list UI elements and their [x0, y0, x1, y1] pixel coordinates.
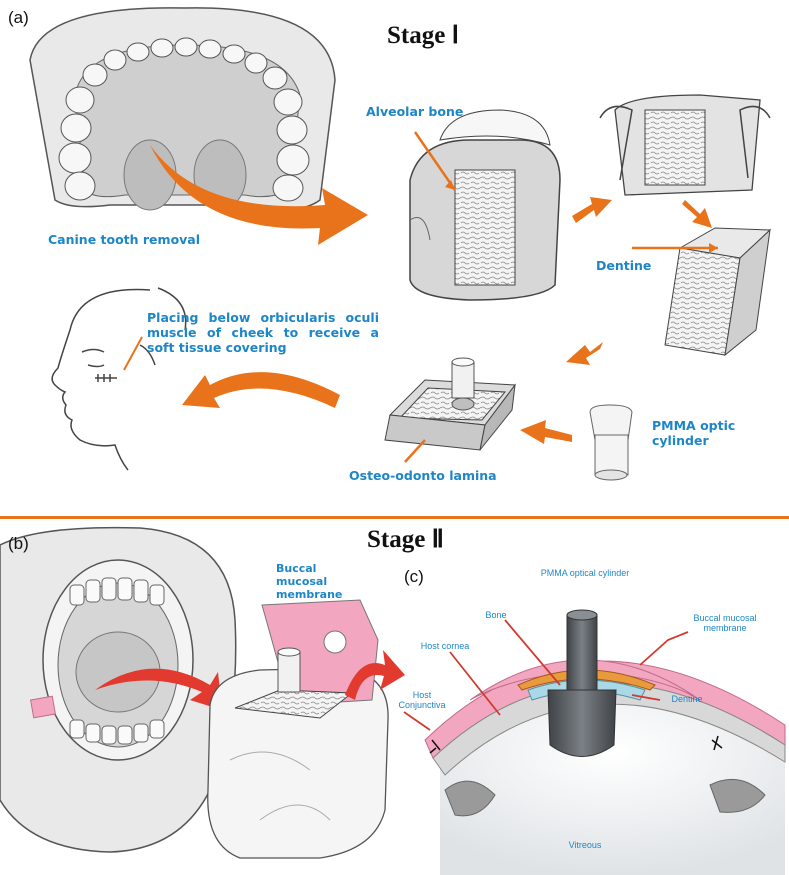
stage-divider	[0, 516, 789, 519]
panel-a-letter: (a)	[8, 8, 29, 28]
label-buccal-membrane-b: Buccal mucosal membrane	[276, 562, 366, 602]
pmma-cylinder-illustration	[590, 405, 632, 480]
stage-one-title: Stage Ⅰ	[387, 20, 459, 50]
extracted-block-illustration	[600, 95, 770, 195]
label-pmma-optic: PMMA optic cylinder	[652, 418, 762, 448]
stage-two-title: Stage Ⅱ	[367, 524, 444, 554]
label-buccal-membrane-c: Buccal mucosal membrane	[690, 613, 760, 634]
label-bone: Bone	[476, 610, 516, 620]
label-alveolar-bone: Alveolar bone	[366, 104, 463, 119]
panel-c-letter: (c)	[404, 567, 424, 587]
flow-arrow-3	[566, 342, 603, 365]
placement-arrow	[182, 372, 340, 408]
flow-arrow-4	[520, 420, 572, 444]
lamina-illustration	[385, 358, 515, 450]
label-dentine-a: Dentine	[596, 258, 651, 273]
label-canine-removal: Canine tooth removal	[48, 232, 200, 247]
alveolar-bone-illustration	[410, 110, 560, 300]
label-dentine-c: Dentine	[662, 694, 712, 704]
label-pmma-cylinder: PMMA optical cylinder	[540, 568, 630, 578]
flow-arrow-2	[682, 200, 712, 228]
label-vitreous: Vitreous	[560, 840, 610, 850]
label-host-conjunctiva: Host Conjunctiva	[397, 690, 447, 711]
label-osteo-lamina: Osteo-odonto lamina	[349, 468, 497, 483]
label-host-cornea: Host cornea	[410, 641, 480, 651]
panel-b-letter: (b)	[8, 534, 29, 554]
label-placing: Placing below orbicularis oculi muscle o…	[147, 310, 379, 355]
buccal-graft-site	[31, 696, 56, 718]
flow-arrow-1	[572, 197, 612, 223]
